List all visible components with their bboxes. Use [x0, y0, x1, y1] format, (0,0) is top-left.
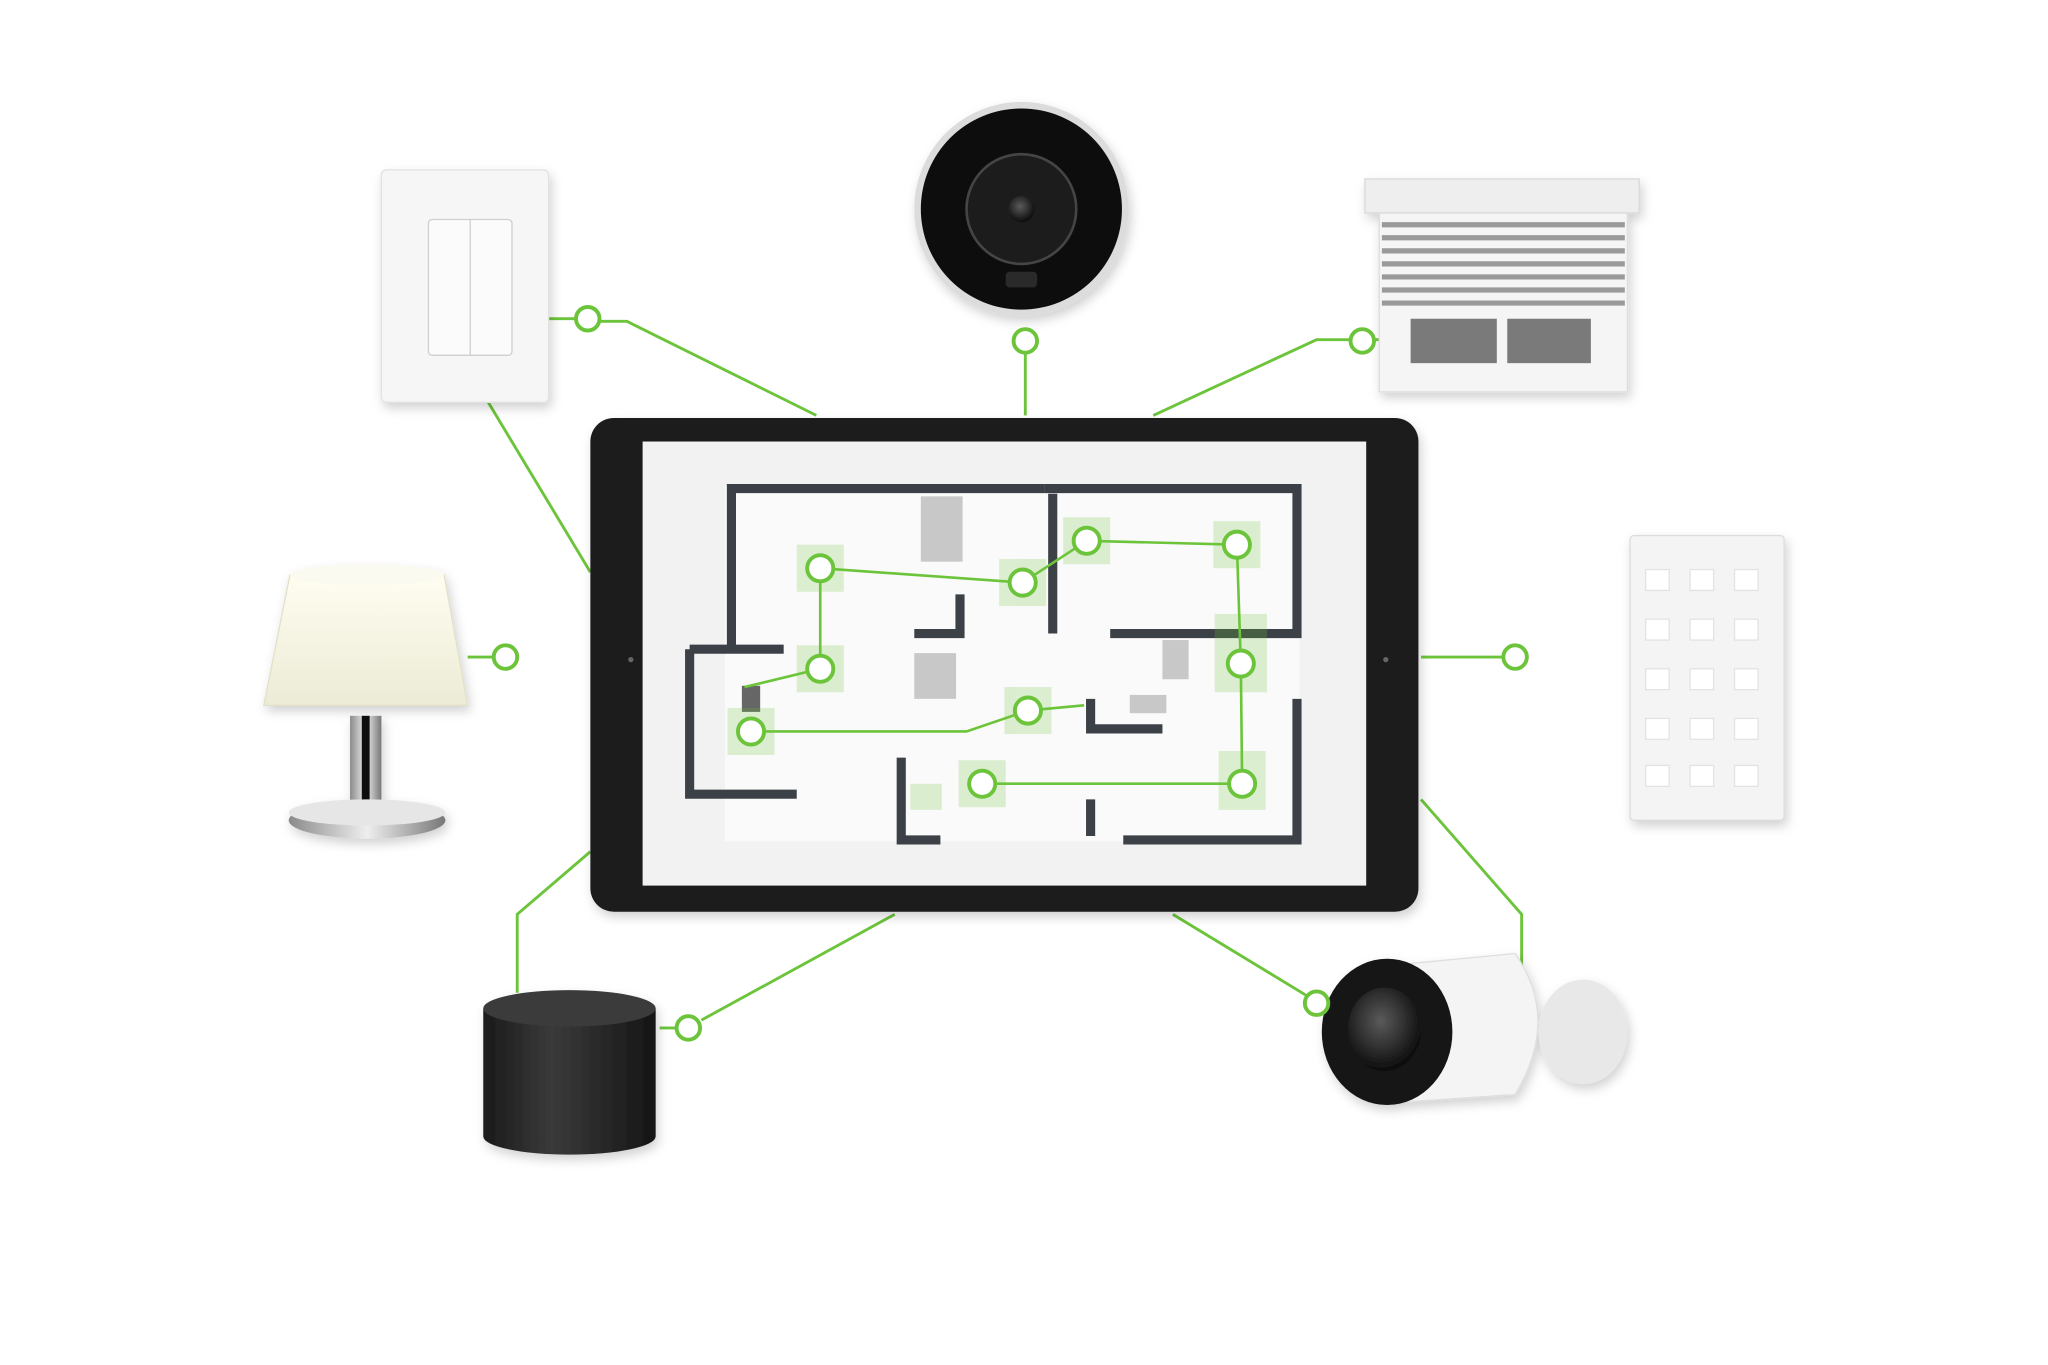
wall-switch-icon [380, 169, 550, 403]
sensor-node[interactable] [1227, 768, 1258, 799]
sensor-node[interactable] [1071, 525, 1102, 556]
line-switch-tablet [600, 319, 817, 417]
connector-node-lamp[interactable] [491, 643, 520, 671]
line-hub-side [515, 850, 592, 993]
dome-camera-icon [914, 101, 1129, 317]
line-switch-side [468, 371, 592, 573]
sensor-node[interactable] [805, 653, 836, 684]
bullet-camera-icon [1321, 952, 1628, 1106]
window-shutter-icon [1364, 178, 1640, 393]
sensor-node[interactable] [805, 553, 836, 584]
connector-node-hub[interactable] [674, 1014, 703, 1042]
connector-node-keypad[interactable] [1501, 643, 1529, 671]
sensor-node[interactable] [1007, 567, 1038, 598]
sensor-node[interactable] [736, 716, 767, 747]
sensor-node[interactable] [967, 768, 998, 799]
connector-node-switch[interactable] [574, 305, 602, 333]
sensor-node[interactable] [1012, 695, 1043, 726]
floor-plan [685, 483, 1302, 845]
connector-node-bullet-camera[interactable] [1302, 989, 1331, 1017]
connector-node-shutter[interactable] [1348, 327, 1376, 355]
connector-node-dome-camera[interactable] [1011, 327, 1040, 355]
connector-nodes [491, 305, 1529, 1042]
line-shutter-tablet [1152, 338, 1350, 417]
table-lamp-icon [263, 564, 469, 839]
sensor-node[interactable] [1221, 529, 1252, 560]
floor-plan-nodes [736, 525, 1258, 799]
connection-lines [467, 317, 1524, 1030]
sensor-node[interactable] [1225, 648, 1256, 679]
line-bullet-camera-side [1419, 798, 1524, 967]
keypad-panel-icon [1629, 534, 1785, 821]
smart-hub-icon [483, 990, 656, 1155]
line-bullet-camera [1172, 913, 1307, 997]
line-hub [700, 913, 896, 1022]
tablet-floorplan-icon [590, 418, 1419, 912]
